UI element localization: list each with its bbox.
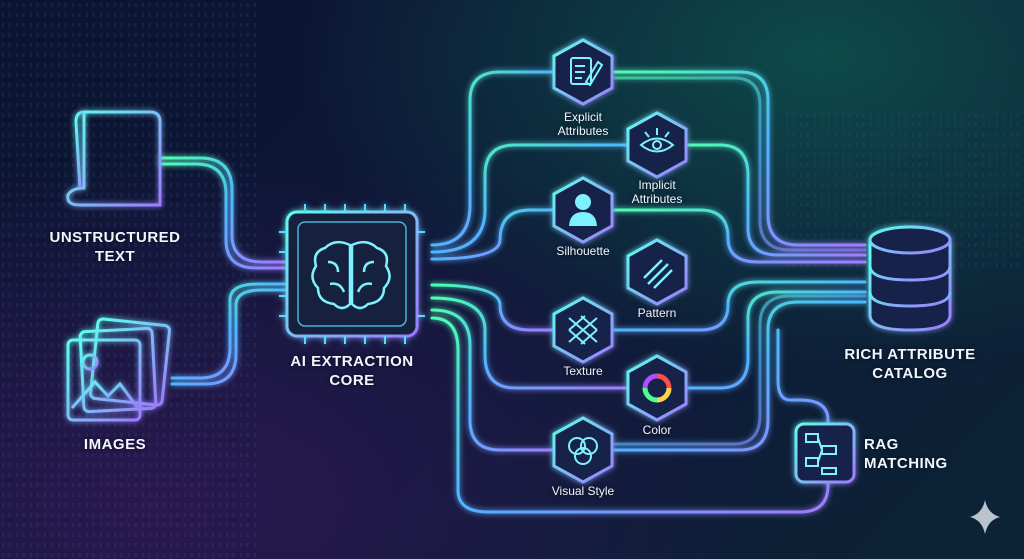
binary-background-left (0, 0, 260, 559)
sparkle-icon (970, 500, 1000, 534)
ai-core-line1: AI EXTRACTION (290, 353, 414, 370)
crosshatch-icon (568, 315, 598, 345)
document-edit-icon (570, 57, 604, 87)
explicit-line1: Explicit (563, 110, 602, 124)
hex-node-implicit (626, 111, 688, 179)
pattern-label: Pattern (637, 306, 677, 320)
explicit-line2: Attributes (557, 124, 609, 138)
unstructured-text-line2: TEXT (94, 248, 136, 265)
implicit-line2: Attributes (631, 192, 683, 206)
venn-circles-icon (568, 437, 598, 465)
diagonal-stripes-icon (643, 259, 673, 289)
unstructured-text-line1: UNSTRUCTURED (49, 229, 181, 246)
rag-line1: RAG (864, 436, 899, 453)
rag-line2: MATCHING (864, 455, 948, 472)
unstructured-text-label: UNSTRUCTURED TEXT (22, 228, 208, 266)
hex-node-pattern (626, 238, 688, 306)
brain-icon (311, 240, 391, 310)
rag-matching-label: RAG MATCHING (864, 435, 954, 473)
color-wheel-icon (642, 373, 672, 403)
implicit-line1: Implicit (638, 178, 676, 192)
database-icon (868, 225, 952, 332)
implicit-attributes-label: Implicit Attributes (617, 178, 697, 206)
texture-label: Texture (563, 364, 603, 378)
hex-node-color (626, 354, 688, 422)
images-label: IMAGES (83, 436, 147, 453)
hex-node-explicit (552, 38, 614, 106)
catalog-label: RICH ATTRIBUTE CATALOG (832, 345, 988, 383)
rag-flowchart-icon (794, 422, 856, 484)
color-label: Color (642, 423, 672, 437)
visual-style-label: Visual Style (551, 484, 615, 498)
hex-node-silhouette (552, 176, 614, 244)
ai-core-line2: CORE (329, 372, 375, 389)
catalog-line2: CATALOG (872, 365, 948, 382)
ai-chip-icon (279, 204, 425, 344)
explicit-attributes-label: Explicit Attributes (543, 110, 623, 138)
document-scroll-icon (66, 110, 162, 207)
ai-core-label: AI EXTRACTION CORE (262, 352, 442, 390)
connector-lines (158, 70, 867, 514)
hex-node-visual-style (552, 416, 614, 484)
eye-network-icon (639, 128, 675, 153)
person-silhouette-icon (569, 194, 597, 226)
hex-node-texture (552, 296, 614, 364)
silhouette-label: Silhouette (556, 244, 610, 258)
catalog-line1: RICH ATTRIBUTE (844, 346, 976, 363)
image-stack-icon (66, 317, 171, 422)
